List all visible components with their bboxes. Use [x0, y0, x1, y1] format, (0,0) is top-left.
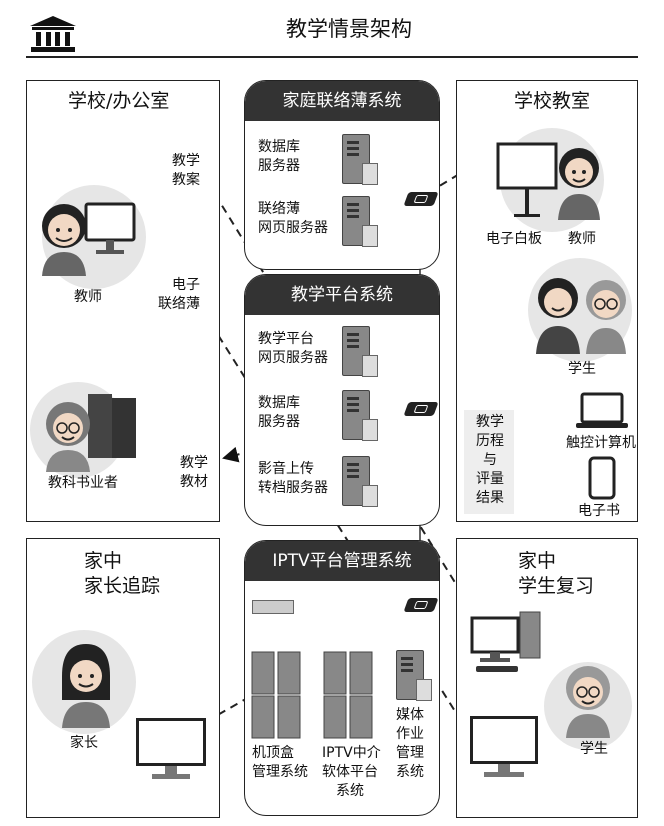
iptv-middleware-rack-icon [322, 650, 374, 740]
platform-server1-line1: 教学平台 [258, 331, 314, 347]
iptv-col3-line4: 系统 [396, 764, 424, 780]
platform-db-server-icon [342, 390, 378, 441]
parent-monitor-base [152, 774, 190, 779]
platform-router-icon [403, 402, 439, 416]
title-divider [26, 56, 638, 58]
process-box [464, 410, 514, 514]
iptv-col3-line2: 作业 [396, 726, 424, 742]
classroom-teacher-icon [554, 142, 604, 222]
classroom-title: 学校教室 [514, 90, 591, 112]
touch-pc-icon [576, 392, 628, 430]
student-monitor[interactable] [470, 716, 538, 764]
lesson-plan-line1: 教学 [172, 153, 200, 169]
building-icon [28, 14, 78, 54]
contact-book-line1: 电子 [172, 277, 200, 293]
desktop-pc-icon[interactable] [470, 610, 544, 676]
whiteboard-icon [494, 140, 560, 220]
platform-server1-line2: 网页服务器 [258, 350, 328, 366]
lesson-plan-line2: 教案 [172, 172, 200, 188]
stb-server-rack-icon [250, 650, 302, 740]
iptv-col3-line3: 管理 [396, 745, 424, 761]
platform-web-server-icon [342, 326, 378, 377]
contact-server1-line1: 数据库 [258, 139, 300, 155]
publisher-label: 教科书业者 [48, 475, 118, 491]
process-line5: 结果 [476, 490, 504, 506]
iptv-router-icon [403, 598, 439, 612]
media-ops-server-icon [396, 650, 432, 701]
process-line3: 与 [483, 452, 497, 468]
home-parent-title1: 家中 [84, 550, 123, 572]
student-monitor-stand [498, 764, 510, 772]
platform-server2-line1: 数据库 [258, 395, 300, 411]
student-monitor-base [484, 772, 524, 777]
iptv-col2-line1: IPTV中介 [322, 745, 381, 761]
parent-monitor[interactable] [136, 718, 206, 766]
contact-server2-line2: 网页服务器 [258, 220, 328, 236]
classroom-teacher-label: 教师 [568, 231, 596, 247]
office-teacher-label: 教师 [74, 289, 102, 305]
contact-book-line2: 联络薄 [158, 296, 200, 312]
process-line1: 教学 [476, 414, 504, 430]
office-title: 学校/办公室 [68, 90, 170, 112]
platform-server3-line1: 影音上传 [258, 461, 314, 477]
home-parent-title2: 家长追踪 [84, 575, 161, 597]
contact-db-server-icon [342, 134, 378, 185]
materials-line2: 教材 [180, 474, 208, 490]
touch-pc-label: 触控计算机 [566, 435, 636, 451]
process-line4: 评量 [476, 471, 504, 487]
classroom-student-label: 学生 [568, 361, 596, 377]
iptv-col2-line2: 软体平台 [322, 764, 378, 780]
students-icon [528, 268, 638, 358]
contact-server1-line2: 服务器 [258, 158, 300, 174]
teacher-icon [34, 190, 144, 280]
parent-monitor-stand [165, 766, 177, 774]
ebook-icon [588, 456, 616, 500]
platform-server2-line2: 服务器 [258, 414, 300, 430]
contact-system-title: 家庭联络薄系统 [245, 81, 439, 121]
iptv-col1-line1: 机顶盒 [252, 745, 294, 761]
iptv-switch-icon [252, 600, 294, 614]
home-student-title2: 学生复习 [518, 575, 595, 597]
platform-system-title: 教学平台系统 [245, 275, 439, 315]
contact-web-server-icon [342, 196, 378, 247]
process-line2: 历程 [476, 433, 504, 449]
platform-media-server-icon [342, 456, 378, 507]
parent-icon [56, 636, 116, 730]
home-student-label: 学生 [580, 741, 608, 757]
contact-server2-line1: 联络薄 [258, 201, 300, 217]
iptv-col3-line1: 媒体 [396, 707, 424, 723]
iptv-col1-line2: 管理系统 [252, 764, 308, 780]
whiteboard-label: 电子白板 [486, 231, 542, 247]
page-title: 教学情景架构 [286, 17, 412, 41]
parent-label: 家长 [70, 735, 98, 751]
platform-server3-line2: 转档服务器 [258, 480, 328, 496]
iptv-system-title: IPTV平台管理系统 [245, 541, 439, 581]
home-student-icon [556, 660, 620, 740]
contact-router-icon [403, 192, 439, 206]
home-student-title1: 家中 [518, 550, 557, 572]
materials-line1: 教学 [180, 455, 208, 471]
publisher-icon [34, 386, 144, 476]
iptv-col2-line3: 系统 [336, 783, 364, 799]
ebook-label: 电子书 [578, 503, 620, 519]
